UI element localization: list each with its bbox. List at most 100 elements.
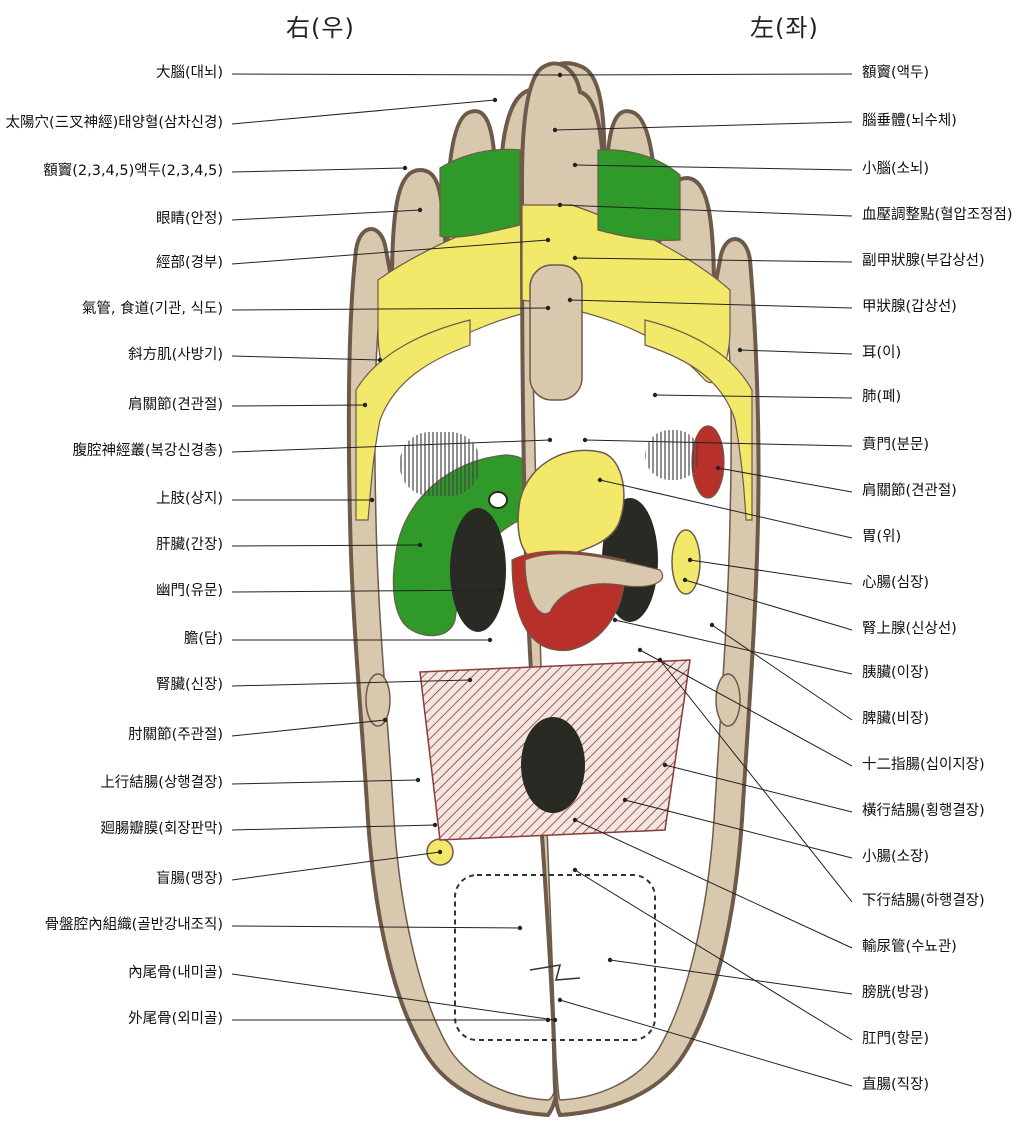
right-label-12: 心腸(심장): [862, 574, 929, 592]
left-leader-dot-13: [488, 638, 492, 642]
left-label-18: 盲腸(맹장): [156, 870, 223, 888]
right-leader-dot-12: [688, 558, 692, 562]
right-leader-dot-9: [583, 438, 587, 442]
left-leader-dot-12: [498, 588, 502, 592]
left-leader-dot-9: [548, 438, 552, 442]
bladder-dark: [521, 717, 585, 813]
right-leader-dot-11: [598, 478, 602, 482]
left-leader-line-1: [232, 74, 560, 75]
right-toe-green: [440, 149, 520, 237]
left-leader-dot-10: [370, 498, 374, 502]
right-label-20: 輸尿管(수뇨관): [862, 938, 957, 956]
right-label-2: 腦垂體(뇌수체): [862, 112, 957, 130]
left-leader-dot-8: [363, 403, 367, 407]
left-label-10: 上肢(상지): [156, 490, 223, 508]
right-label-21: 膀胱(방광): [862, 984, 929, 1002]
right-leader-dot-13: [683, 578, 687, 582]
right-leader-dot-2: [553, 128, 557, 132]
right-leader-dot-7: [738, 348, 742, 352]
right-label-17: 橫行結腸(횡행결장): [862, 802, 985, 820]
right-kidney-dark: [450, 508, 506, 632]
left-label-13: 膽(담): [184, 630, 223, 648]
left-label-19: 骨盤腔內組織(골반강내조직): [45, 916, 223, 934]
left-leader-line-3: [232, 168, 405, 172]
right-leader-dot-18: [623, 798, 627, 802]
left-label-17: 廻腸瓣膜(회장판막): [100, 820, 223, 838]
left-label-16: 上行結腸(상행결장): [100, 774, 223, 792]
right-label-1: 額竇(액두): [862, 64, 929, 82]
left-label-20: 內尾骨(내미골): [128, 964, 223, 982]
right-label-7: 耳(이): [862, 344, 901, 362]
left-leader-dot-3: [403, 166, 407, 170]
right-label-13: 腎上腺(신상선): [862, 620, 957, 638]
left-label-15: 肘關節(주관절): [128, 726, 223, 744]
left-label-21: 外尾骨(외미골): [128, 1010, 223, 1028]
right-leader-dot-6: [568, 298, 572, 302]
left-label-7: 斜方肌(사방기): [128, 346, 223, 364]
left-label-9: 腹腔神經叢(복강신경총): [72, 442, 223, 460]
left-leader-dot-15: [383, 718, 387, 722]
left-leader-dot-17: [433, 823, 437, 827]
right-label-8: 肺(폐): [862, 388, 901, 406]
right-leader-dot-20: [573, 818, 577, 822]
left-label-2: 太陽穴(三叉神經)태양혈(삼차신경): [5, 114, 223, 132]
right-label-4: 血壓調整點(혈압조정점): [862, 206, 1013, 224]
left-label-5: 經部(경부): [156, 254, 223, 272]
right-label-14: 胰臟(이장): [862, 664, 929, 682]
right-solar-plexus-ribs: [400, 432, 480, 496]
left-label-8: 肩關節(견관절): [128, 396, 223, 414]
left-leader-dot-14: [468, 678, 472, 682]
left-leader-line-4: [232, 210, 420, 220]
left-label-6: 氣管, 食道(기관, 식도): [82, 300, 223, 318]
right-label-19: 下行結腸(하행결장): [862, 892, 985, 910]
left-leader-dot-2: [493, 98, 497, 102]
left-leader-dot-4: [418, 208, 422, 212]
right-leader-dot-17: [663, 763, 667, 767]
left-leader-dot-5: [546, 238, 550, 242]
right-leader-dot-22: [573, 868, 577, 872]
brain-stem-neck: [530, 265, 582, 400]
right-label-10: 肩關節(견관절): [862, 482, 957, 500]
right-label-9: 賁門(분문): [862, 436, 929, 454]
left-label-3: 額竇(2,3,4,5)액두(2,3,4,5): [43, 162, 223, 180]
right-label-15: 脾臟(비장): [862, 710, 929, 728]
left-leader-line-8: [232, 405, 365, 406]
left-toe-green: [598, 150, 680, 241]
left-leader-dot-7: [378, 358, 382, 362]
right-leader-dot-5: [573, 256, 577, 260]
right-leader-dot-3: [573, 163, 577, 167]
right-leader-dot-21: [608, 958, 612, 962]
right-leader-dot-19: [658, 658, 662, 662]
right-leader-dot-16: [638, 648, 642, 652]
right-label-11: 胃(위): [862, 528, 901, 546]
left-spleen-yellow: [672, 530, 700, 594]
right-leader-dot-14: [613, 618, 617, 622]
right-label-23: 直腸(직장): [862, 1076, 929, 1094]
right-leader-dot-15: [710, 623, 714, 627]
left-label-14: 腎臟(신장): [156, 676, 223, 694]
left-label-11: 肝臟(간장): [156, 536, 223, 554]
right-gallbladder-white: [489, 492, 507, 508]
left-label-4: 眼睛(안정): [156, 210, 223, 228]
left-label-12: 幽門(유문): [156, 582, 223, 600]
right-label-5: 副甲狀腺(부갑상선): [862, 252, 985, 270]
left-elbow-joint: [716, 674, 740, 726]
left-leader-line-2: [232, 100, 495, 124]
right-label-3: 小腦(소뇌): [862, 160, 929, 178]
right-leader-dot-10: [716, 466, 720, 470]
right-label-6: 甲狀腺(갑상선): [862, 298, 957, 316]
left-leader-dot-20: [553, 1018, 557, 1022]
left-leader-dot-21: [546, 1018, 550, 1022]
right-label-22: 肛門(항문): [862, 1030, 929, 1048]
left-solar-plexus-ribs: [645, 430, 700, 480]
left-label-1: 大腦(대뇌): [156, 64, 223, 82]
left-leader-dot-6: [546, 306, 550, 310]
right-leader-dot-1: [558, 73, 562, 77]
right-leader-dot-8: [653, 393, 657, 397]
right-leader-dot-4: [558, 203, 562, 207]
left-leader-dot-19: [518, 926, 522, 930]
right-leader-line-1: [560, 74, 852, 75]
left-leader-dot-16: [416, 778, 420, 782]
left-leader-dot-18: [438, 850, 442, 854]
